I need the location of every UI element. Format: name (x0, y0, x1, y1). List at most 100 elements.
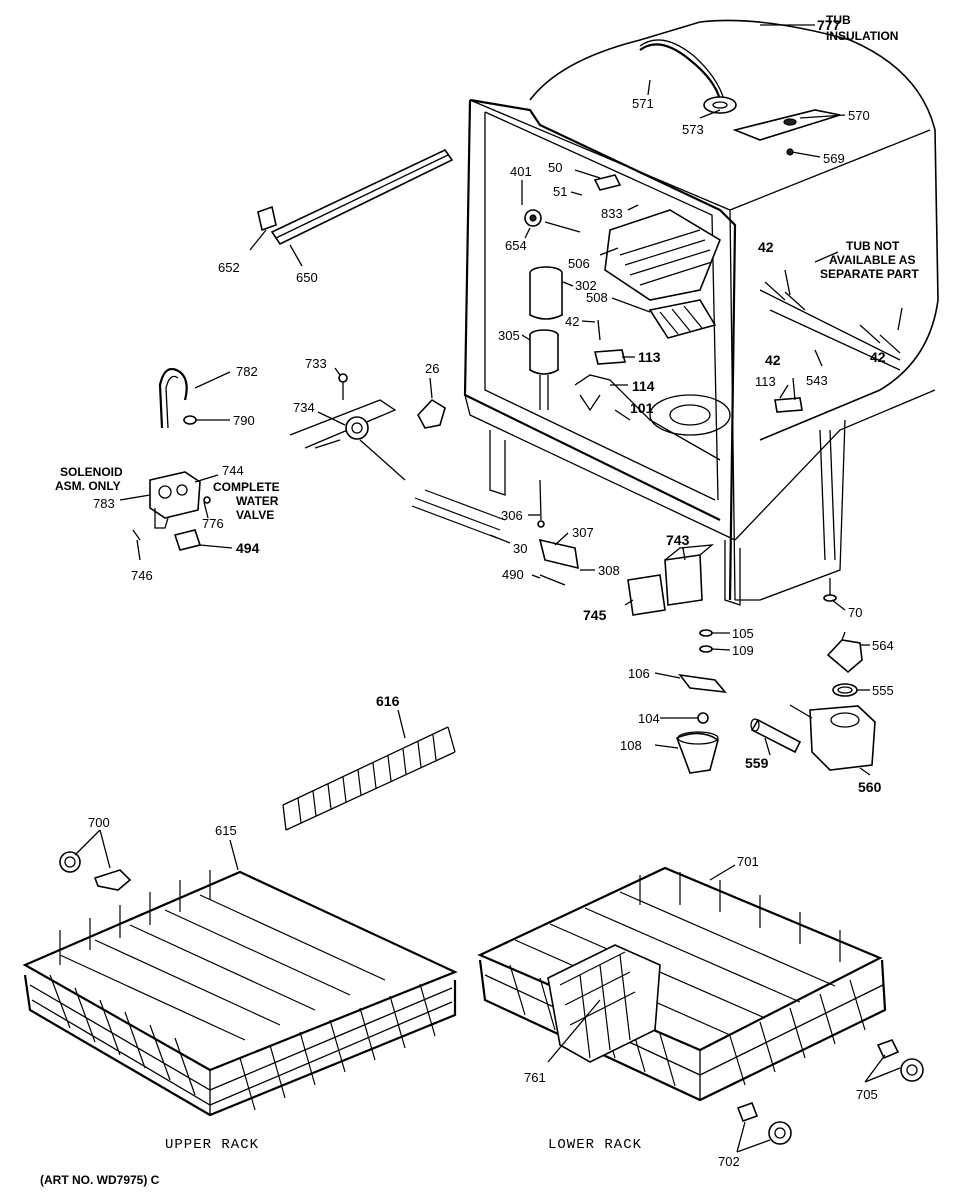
label-302: 302 (575, 278, 597, 293)
label-570: 570 (848, 108, 870, 123)
label-733: 733 (305, 356, 327, 371)
bracket-490 (539, 574, 566, 586)
label-744: 744 (222, 463, 244, 478)
label-650: 650 (296, 270, 318, 285)
clamp-790 (183, 415, 197, 425)
label-616: 616 (376, 693, 400, 709)
leader-lines (74, 24, 901, 1153)
label-494: 494 (236, 540, 260, 556)
hose-782 (158, 367, 188, 429)
label-308: 308 (598, 563, 620, 578)
pump-560 (789, 704, 876, 771)
label-30: 30 (513, 541, 527, 556)
label-51: 51 (553, 184, 567, 199)
ring-555 (832, 683, 858, 697)
label-790: 790 (233, 413, 255, 428)
rack-roller-702 (736, 1101, 792, 1145)
label-101: 101 (630, 400, 654, 416)
caption-art-number: (ART NO. WD7975) C (40, 1173, 160, 1187)
switch-307 (538, 538, 579, 570)
label-700: 700 (88, 815, 110, 830)
label-543: 543 (806, 373, 828, 388)
label-490: 490 (502, 567, 524, 582)
screw-746 (132, 529, 141, 541)
label-508: 508 (586, 290, 608, 305)
cover-745 (627, 574, 666, 616)
label-654: 654 (505, 238, 527, 253)
cover-743 (664, 544, 715, 606)
label-564: 564 (872, 638, 894, 653)
label-113-b: 113 (755, 374, 776, 389)
label-70: 70 (848, 605, 862, 620)
screw-776 (203, 496, 211, 504)
label-746: 746 (131, 568, 153, 583)
label-702: 702 (718, 1154, 740, 1169)
screw-733 (338, 373, 348, 400)
label-569: 569 (823, 151, 845, 166)
note-tub-insulation-line2: INSULATION (826, 29, 898, 43)
label-776: 776 (202, 516, 224, 531)
label-401: 401 (510, 164, 532, 179)
label-734: 734 (293, 400, 315, 415)
leveler-70 (823, 578, 837, 602)
note-complete-line3: VALVE (236, 508, 274, 522)
label-782: 782 (236, 364, 258, 379)
label-114: 114 (632, 378, 655, 394)
label-26: 26 (425, 361, 439, 376)
label-555: 555 (872, 683, 894, 698)
upper-rack-615 (22, 870, 458, 1117)
note-solenoid-line1: SOLENOID (60, 465, 123, 479)
gasket-650 (270, 148, 454, 246)
label-745: 745 (583, 607, 607, 623)
rack-roller-705 (876, 1039, 924, 1082)
label-42-b: 42 (565, 314, 579, 329)
part-652 (257, 205, 277, 232)
label-705: 705 (856, 1087, 878, 1102)
label-559: 559 (745, 755, 769, 771)
caption-lower-rack: LOWER RACK (548, 1137, 642, 1153)
filter-564 (826, 631, 863, 674)
label-108: 108 (620, 738, 642, 753)
tub-assembly (463, 19, 939, 606)
label-306: 306 (501, 508, 523, 523)
rack-roller-700 (59, 851, 132, 891)
captions: UPPER RACK LOWER RACK (ART NO. WD7975) C (40, 1137, 642, 1187)
label-105: 105 (732, 626, 754, 641)
label-42-c: 42 (870, 349, 886, 365)
label-506: 506 (568, 256, 590, 271)
note-complete-line1: COMPLETE (213, 480, 280, 494)
note-solenoid-line2: ASM. ONLY (55, 479, 121, 493)
notes: TUB INSULATION TUB NOT AVAILABLE AS SEPA… (55, 13, 919, 522)
label-42-d: 42 (765, 352, 781, 368)
label-701: 701 (737, 854, 759, 869)
caption-upper-rack: UPPER RACK (165, 1137, 259, 1153)
label-42-a: 42 (758, 239, 774, 255)
part-number-labels: 777 571 573 570 569 50 401 51 833 654 50… (88, 17, 894, 1169)
label-307: 307 (572, 525, 594, 540)
label-571: 571 (632, 96, 654, 111)
label-109: 109 (732, 643, 754, 658)
label-761: 761 (524, 1070, 546, 1085)
label-573: 573 (682, 122, 704, 137)
label-833: 833 (601, 206, 623, 221)
bracket-494 (173, 529, 202, 551)
tube-559 (750, 718, 802, 754)
note-tub-not-line2: AVAILABLE AS (829, 253, 915, 267)
latch-26 (417, 398, 446, 429)
silverware-basket-616 (282, 726, 456, 831)
label-50: 50 (548, 160, 562, 175)
label-783: 783 (93, 496, 115, 511)
label-777: 777 (817, 17, 841, 33)
switch-734 (289, 399, 406, 481)
label-560: 560 (858, 779, 882, 795)
label-104: 104 (638, 711, 660, 726)
washers-105-109 (699, 629, 713, 653)
cup-108 (675, 731, 719, 774)
label-113-a: 113 (638, 349, 661, 365)
screw-306 (537, 479, 545, 528)
label-106: 106 (628, 666, 650, 681)
nut-104 (697, 712, 709, 724)
lower-rack-701 (477, 866, 887, 1102)
springs-30 (411, 489, 506, 539)
